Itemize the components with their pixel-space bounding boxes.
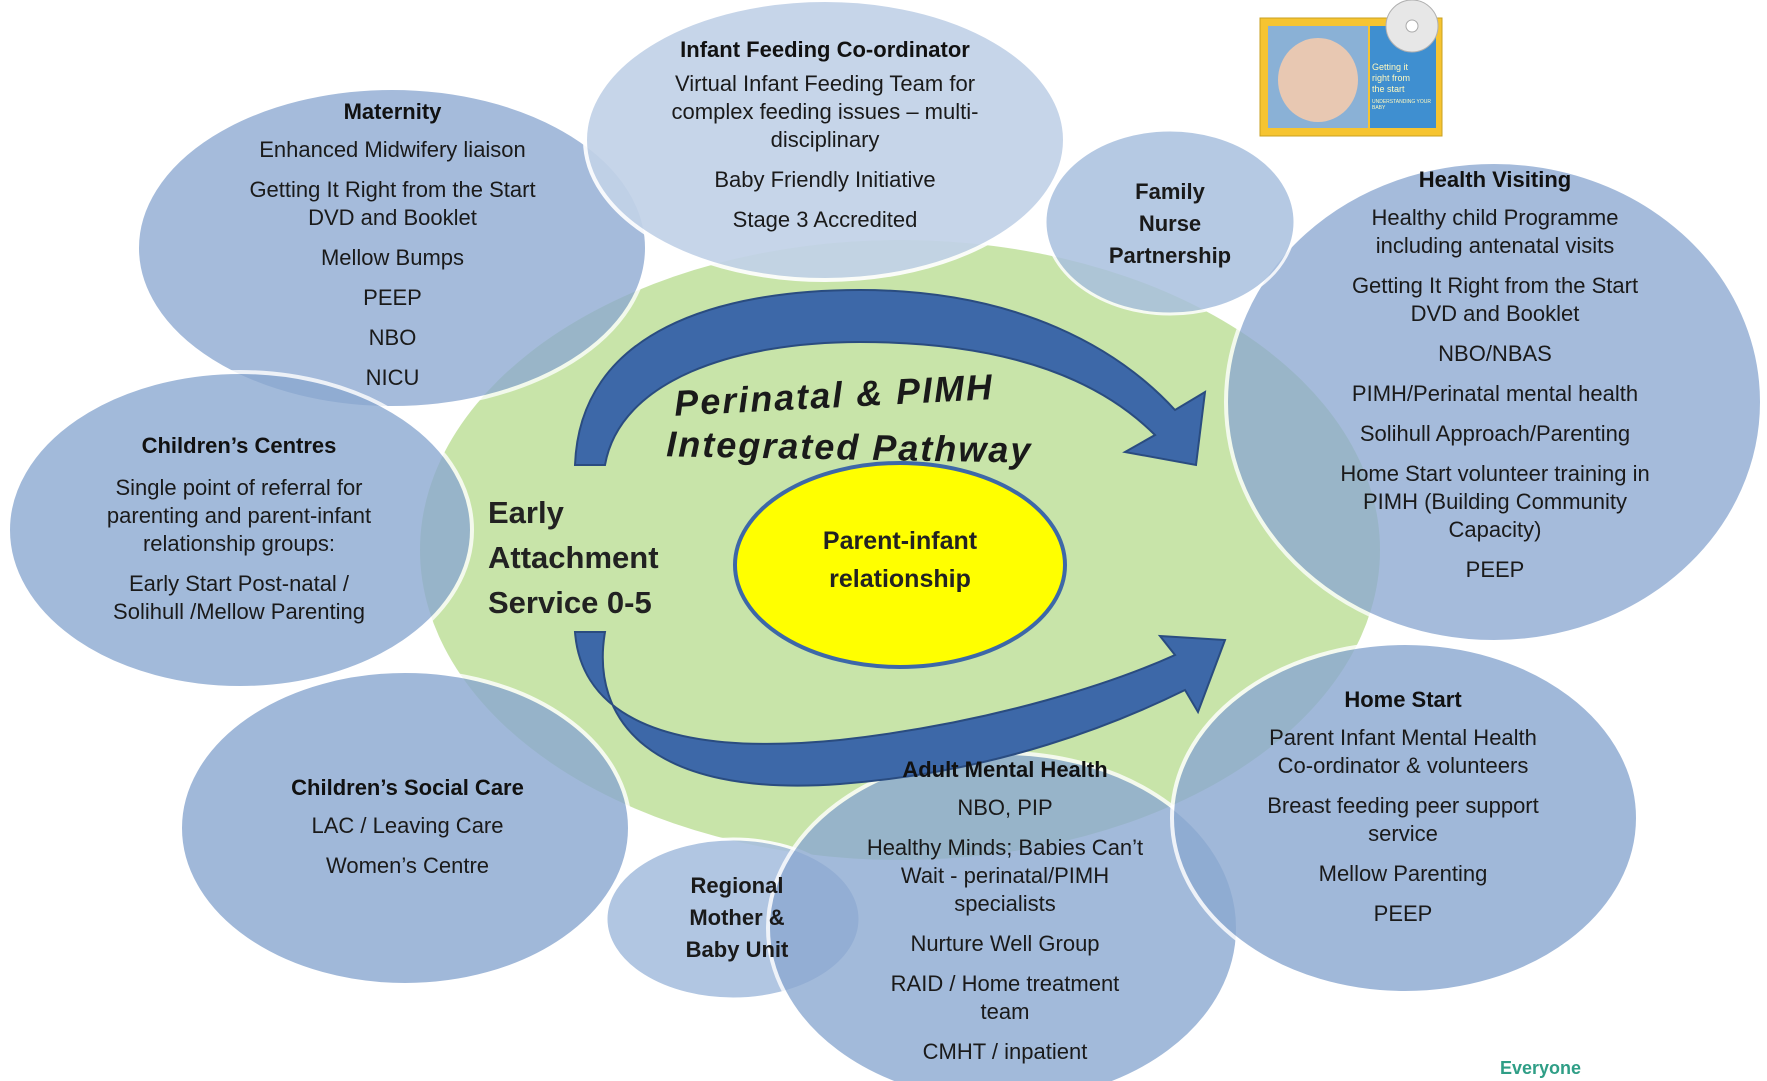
childrens-centres-bubble: Children’s Centres Single point of refer…: [80, 432, 398, 638]
maternity-title: Maternity: [343, 99, 442, 124]
social-care-title: Children’s Social Care: [291, 775, 524, 800]
regional-bubble: Regional Mother & Baby Unit: [662, 870, 812, 966]
maternity-item-3: Mellow Bumps: [320, 245, 465, 270]
adult-mh-item-4: RAID / Home treatment team: [890, 971, 1120, 1024]
service-label-line2: Attachment: [488, 540, 659, 575]
infant-feeding-bubble: Infant Feeding Co-ordinator Virtual Infa…: [640, 36, 1010, 246]
childrens-centres-item-2: Early Start Post-natal / Solihull /Mello…: [113, 571, 365, 624]
center-line1: Parent-infant: [822, 527, 978, 555]
adult-mh-item-1: NBO, PIP: [957, 795, 1053, 820]
social-care-bubble-shape: [178, 669, 632, 987]
maternity-bubble: Maternity Enhanced Midwifery liaison Get…: [220, 98, 565, 404]
social-care-bubble: Children’s Social Care LAC / Leaving Car…: [265, 774, 550, 892]
bottom-arrow: [573, 631, 1227, 787]
health-visiting-title: Health Visiting: [1418, 167, 1572, 192]
regional-line2: Mother &: [689, 905, 785, 930]
health-visiting-bubble: Health Visiting Healthy child Programme …: [1310, 166, 1680, 596]
dvd-title-line3: the start: [1372, 84, 1405, 94]
center-label: Parent-infant relationship: [760, 522, 1040, 598]
infant-feeding-title: Infant Feeding Co-ordinator: [680, 37, 970, 62]
center-line2: relationship: [829, 565, 971, 593]
maternity-item-2: Getting It Right from the Start DVD and …: [249, 177, 536, 230]
regional-line3: Baby Unit: [685, 937, 789, 962]
center-ellipse: [733, 461, 1067, 669]
health-visiting-item-1: Healthy child Programme including antena…: [1371, 205, 1619, 258]
family-nurse-line3: Partnership: [1108, 243, 1232, 268]
dvd-cover-image: [1259, 0, 1443, 137]
childrens-centres-title: Children’s Centres: [141, 433, 337, 458]
adult-mh-item-5: CMHT / inpatient: [922, 1039, 1088, 1064]
dvd-cover-text: Getting it right from the start UNDERSTA…: [1372, 62, 1436, 111]
maternity-bubble-shape: [135, 86, 649, 410]
health-visiting-item-7: PEEP: [1465, 557, 1525, 582]
maternity-item-4: PEEP: [363, 285, 422, 310]
dvd-subtitle: UNDERSTANDING YOUR BABY: [1372, 99, 1431, 111]
regional-line1: Regional: [690, 873, 784, 898]
home-start-item-3: Mellow Parenting: [1318, 861, 1488, 886]
dvd-title-line1: Getting it: [1372, 62, 1409, 72]
maternity-item-6: NICU: [365, 365, 420, 390]
childrens-centres-bubble-shape: [6, 370, 474, 690]
health-visiting-item-4: PIMH/Perinatal mental health: [1351, 381, 1639, 406]
service-label: Early Attachment Service 0-5: [488, 490, 659, 625]
home-start-bubble: Home Start Parent Infant Mental Health C…: [1238, 686, 1568, 940]
footer-brand: Everyone: [1500, 1058, 1582, 1078]
maternity-item-5: NBO: [368, 325, 417, 350]
health-visiting-item-2: Getting It Right from the Start DVD and …: [1351, 273, 1639, 326]
service-label-line3: Service 0-5: [488, 585, 652, 620]
health-visiting-item-5: Solihull Approach/Parenting: [1359, 421, 1631, 446]
social-care-item-1: LAC / Leaving Care: [311, 813, 504, 838]
family-nurse-bubble-shape: [1043, 128, 1297, 316]
health-visiting-bubble-shape: [1224, 160, 1764, 644]
childrens-centres-item-1: Single point of referral for parenting a…: [106, 475, 372, 556]
infant-feeding-item-1: Virtual Infant Feeding Team for complex …: [671, 71, 979, 152]
adult-mh-bubble: Adult Mental Health NBO, PIP Healthy Min…: [845, 756, 1165, 1078]
adult-mh-item-3: Nurture Well Group: [910, 931, 1100, 956]
home-start-item-4: PEEP: [1373, 901, 1433, 926]
health-visiting-item-6: Home Start volunteer training in PIMH (B…: [1340, 461, 1650, 542]
adult-mh-title: Adult Mental Health: [902, 757, 1108, 782]
home-start-item-1: Parent Infant Mental Health Co-ordinator…: [1269, 725, 1537, 778]
pathway-title-line2: Integrated Pathway: [666, 423, 1033, 471]
home-start-bubble-shape: [1170, 641, 1640, 995]
family-nurse-line1: Family: [1135, 179, 1205, 204]
adult-mh-item-2: Healthy Minds; Babies Can’t Wait - perin…: [866, 835, 1144, 916]
family-nurse-line2: Nurse: [1138, 211, 1202, 236]
home-start-item-2: Breast feeding peer support service: [1267, 793, 1539, 846]
social-care-item-2: Women’s Centre: [325, 853, 490, 878]
dvd-title-line2: right from: [1372, 73, 1411, 83]
infant-feeding-bubble-shape: [583, 0, 1067, 282]
top-arrow: [573, 288, 1207, 467]
infant-feeding-item-3: Stage 3 Accredited: [732, 207, 918, 232]
home-start-title: Home Start: [1344, 687, 1462, 712]
family-nurse-bubble: Family Nurse Partnership: [1085, 176, 1255, 272]
infant-feeding-item-2: Baby Friendly Initiative: [714, 167, 936, 192]
service-label-line1: Early: [488, 495, 564, 530]
health-visiting-item-3: NBO/NBAS: [1438, 341, 1552, 366]
maternity-item-1: Enhanced Midwifery liaison: [259, 137, 526, 162]
